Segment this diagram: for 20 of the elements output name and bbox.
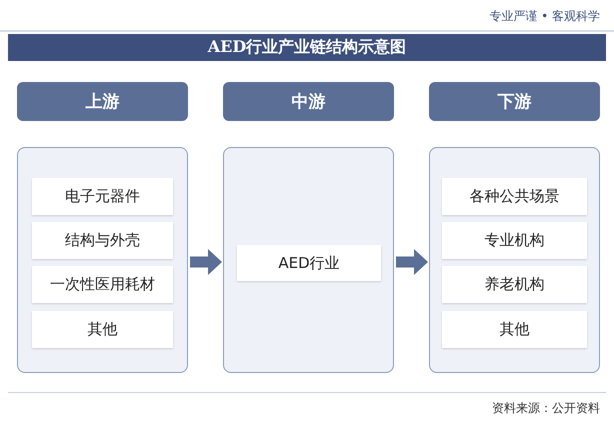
category-box: 各种公共场景: [442, 178, 587, 215]
category-box: AED行业: [237, 245, 381, 281]
stage-panel: [17, 147, 188, 373]
category-box: 一次性医用耗材: [32, 266, 173, 303]
arrow: [190, 249, 222, 275]
category-box: 其他: [442, 311, 587, 348]
stage-panel: [223, 147, 394, 373]
tagline: 专业严谨 • 客观科学: [489, 8, 600, 25]
arrow: [396, 249, 428, 275]
title-banner: AED行业产业链结构示意图: [8, 34, 606, 61]
category-box: 养老机构: [442, 266, 587, 303]
stage-header: 上游: [17, 82, 188, 121]
category-box: 其他: [32, 311, 173, 348]
stage-header: 下游: [429, 82, 600, 121]
category-box: 结构与外壳: [32, 222, 173, 259]
stage-panel: [429, 147, 600, 373]
category-box: 电子元器件: [32, 178, 173, 215]
source-note: 资料来源：公开资料: [492, 400, 600, 417]
category-box: 专业机构: [442, 222, 587, 259]
stage-header: 中游: [223, 82, 394, 121]
